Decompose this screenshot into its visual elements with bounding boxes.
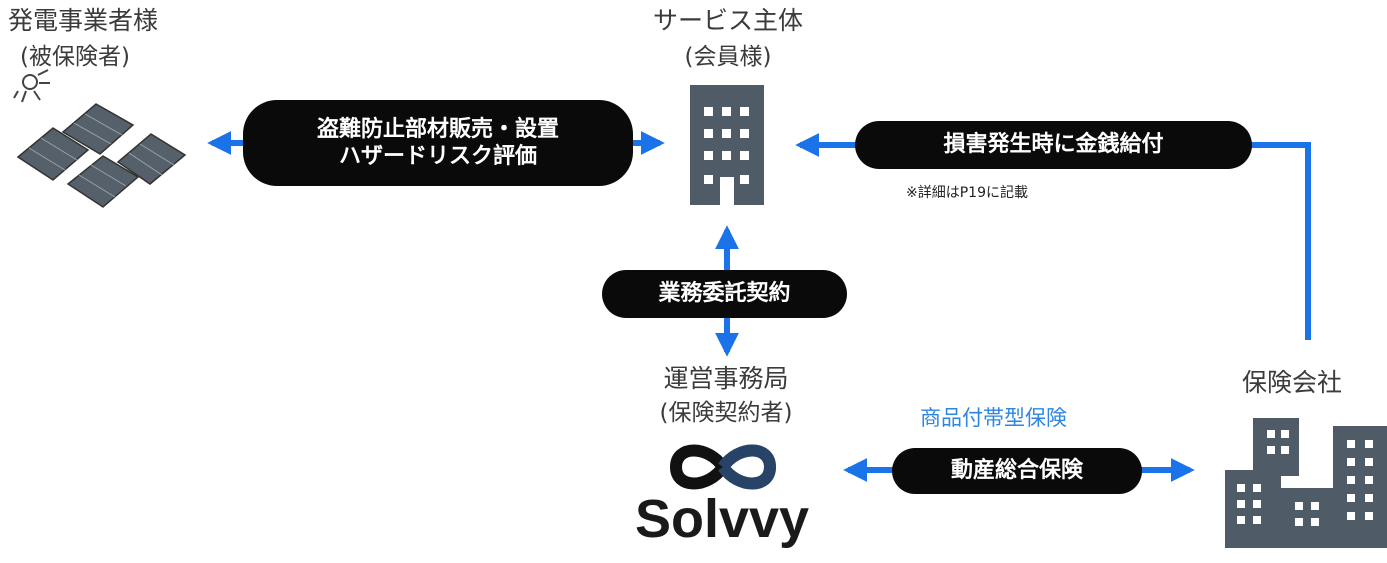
solvvy-logo-text: Solvvy <box>634 489 810 549</box>
generator-subtitle: (被保険者) <box>20 44 130 70</box>
movable-insurance-pill: 動産総合保険 <box>892 448 1142 494</box>
service-subtitle: (会員様) <box>684 44 772 70</box>
arrow-payment <box>795 133 1311 340</box>
solvvy-logo-icon <box>669 444 777 490</box>
outsourcing-pill: 業務委託契約 <box>602 270 847 318</box>
theft-line2: ハザードリスク評価 <box>338 144 537 169</box>
theft-prevention-pill: 盗難防止部材販売・設置 ハザードリスク評価 <box>243 100 633 186</box>
product-type-label: 商品付帯型保険 <box>920 406 1067 430</box>
payment-label: 損害発生時に金銭給付 <box>943 132 1164 158</box>
theft-line1: 盗難防止部材販売・設置 <box>316 116 559 142</box>
payment-pill: 損害発生時に金銭給付 <box>855 121 1252 169</box>
insurer-title: 保険会社 <box>1242 368 1343 397</box>
service-title: サービス主体 <box>652 6 803 35</box>
payment-note: ※詳細はP19に記載 <box>906 185 1028 201</box>
movable-insurance-label: 動産総合保険 <box>950 458 1083 484</box>
generator-title: 発電事業者様 <box>8 6 159 35</box>
solar-panel-icon <box>13 69 187 208</box>
building-icon <box>690 85 764 205</box>
outsourcing-label: 業務委託契約 <box>658 281 791 307</box>
office-buildings-icon <box>1225 418 1387 548</box>
office-subtitle: (保険契約者) <box>659 400 793 426</box>
office-title: 運営事務局 <box>663 364 789 393</box>
